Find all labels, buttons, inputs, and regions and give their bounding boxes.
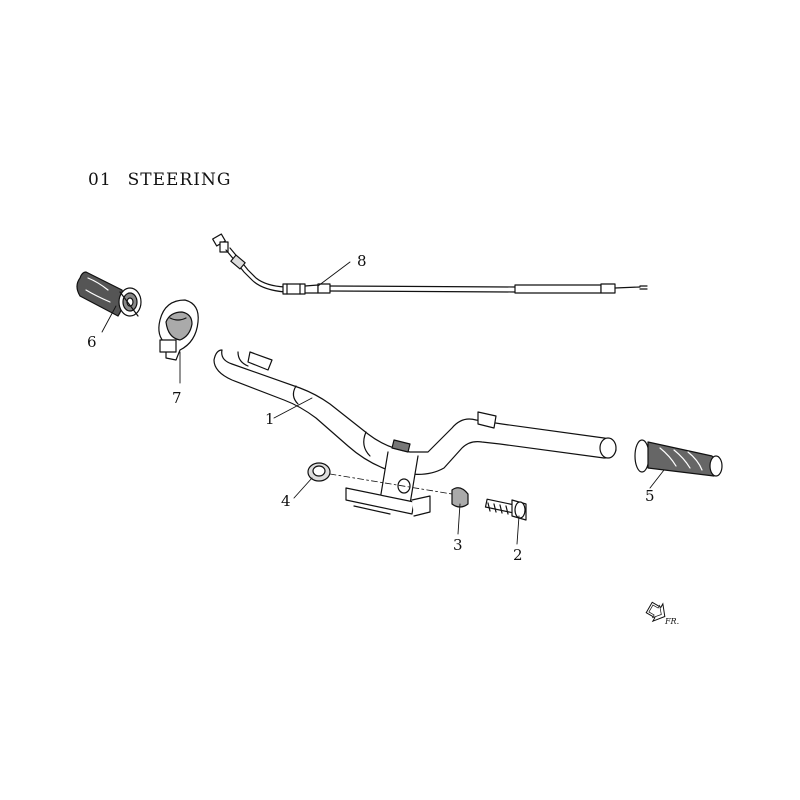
arrow-direction-icon — [645, 601, 666, 623]
nut-part — [307, 462, 331, 482]
section-title: 01 STEERING — [88, 170, 231, 190]
leader-lines — [101, 261, 665, 545]
right-grip-part — [634, 439, 723, 477]
callout-7: 7 — [172, 389, 182, 407]
section-number: 01 — [88, 170, 112, 190]
bolt-part — [484, 498, 527, 521]
callout-1: 1 — [265, 410, 275, 428]
callout-5: 5 — [645, 487, 655, 505]
callout-4: 4 — [281, 492, 291, 510]
left-grip-part — [76, 271, 142, 317]
callout-6: 6 — [87, 333, 97, 351]
handlebar-part — [213, 349, 617, 517]
callout-8: 8 — [357, 252, 367, 270]
callout-2: 2 — [513, 546, 523, 564]
throttle-cable-part — [212, 233, 648, 295]
collar-part — [451, 487, 469, 508]
throttle-housing-part — [158, 299, 199, 361]
direction-label: FR. — [664, 617, 679, 626]
callout-3: 3 — [453, 536, 463, 554]
section-name: STEERING — [127, 170, 232, 190]
